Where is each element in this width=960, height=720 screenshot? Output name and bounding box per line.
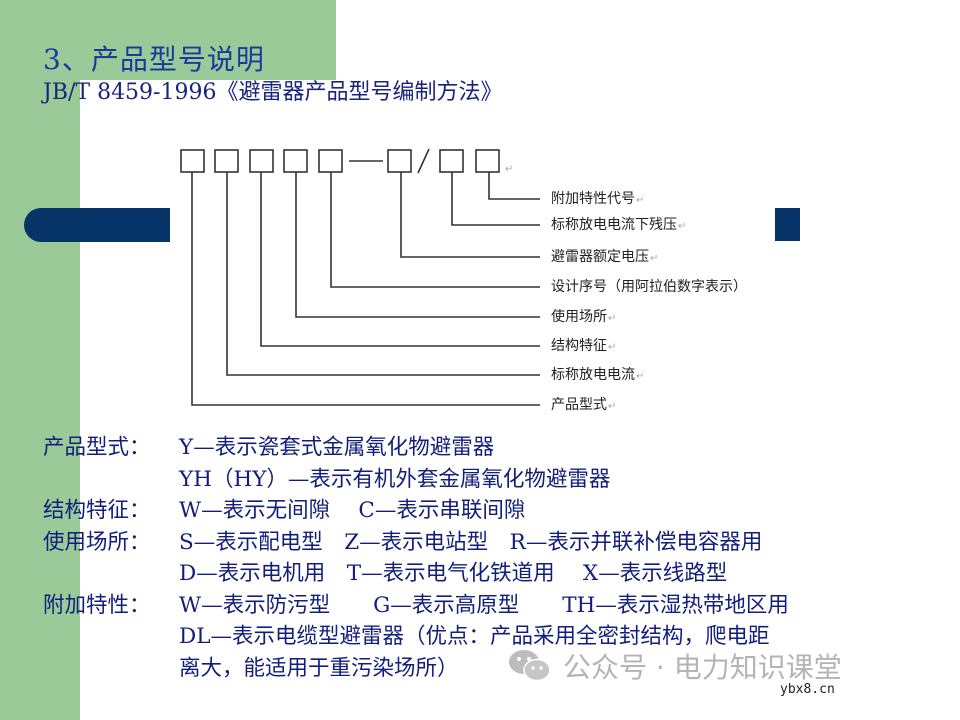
- label-rated-voltage: 避雷器额定电压↵: [551, 249, 659, 265]
- code-box-6: [387, 149, 412, 173]
- definition-usage-cont: D—表示电机用 T—表示电气化铁道用 X—表示线路型: [179, 561, 728, 586]
- green-header-band: [0, 0, 336, 80]
- definition-additional-cont2: 离大，能适用于重污染场所）: [179, 655, 459, 681]
- definition-product-type: 产品型式：Y—表示瓷套式金属氧化物避雷器: [43, 435, 495, 460]
- code-box-3: [249, 149, 274, 173]
- standard-subtitle: JB/T 8459-1996《避雷器产品型号编制方法》: [43, 80, 503, 105]
- code-box-2: [214, 149, 239, 173]
- definition-usage: 使用场所：S—表示配电型 Z—表示电站型 R—表示并联补偿电容器用: [43, 529, 763, 555]
- label-product-type: 产品型式↵: [551, 397, 617, 413]
- definition-additional: 附加特性：W—表示防污型 G—表示高原型 TH—表示湿热带地区用: [43, 592, 789, 618]
- code-box-5: [318, 149, 343, 173]
- navy-square-decoration: [775, 208, 800, 241]
- code-slash: [417, 148, 430, 174]
- code-box-4: [283, 149, 308, 173]
- watermark-text: 公众号 · 电力知识课堂: [563, 651, 842, 684]
- label-additional-feature-code: 附加特性代号↵: [551, 191, 645, 207]
- definitions-list: 产品型式：Y—表示瓷套式金属氧化物避雷器 YH（HY）—表示有机外套金属氧化物避…: [43, 432, 789, 684]
- rounded-content-corner: [80, 80, 336, 140]
- code-box-7: [439, 149, 464, 173]
- code-box-1: [180, 149, 205, 173]
- label-design-sequence: 设计序号（用阿拉伯数字表示）: [551, 279, 747, 295]
- watermark: 公众号 · 电力知识课堂: [507, 646, 842, 686]
- definition-structure: 结构特征：W—表示无间隙 C—表示串联间隙: [43, 498, 526, 523]
- site-watermark: ybx8.cn: [780, 682, 835, 697]
- definition-product-type-cont: YH（HY）—表示有机外套金属氧化物避雷器: [179, 466, 611, 492]
- definition-additional-cont: DL—表示电缆型避雷器（优点：产品采用全密封结构，爬电距: [179, 624, 770, 649]
- wechat-icon: [509, 650, 551, 682]
- label-structure-feature: 结构特征↵: [551, 338, 617, 354]
- label-nominal-discharge-current: 标称放电电流↵: [551, 367, 645, 383]
- label-residual-voltage: 标称放电电流下残压↵: [551, 217, 687, 233]
- label-usage-location: 使用场所↵: [551, 309, 617, 325]
- slide-title: 3、产品型号说明: [43, 43, 265, 76]
- code-box-8: [475, 149, 500, 173]
- svg-text:↵: ↵: [505, 164, 513, 175]
- green-sidebar-band: [0, 0, 80, 720]
- navy-pill-decoration: [24, 208, 170, 242]
